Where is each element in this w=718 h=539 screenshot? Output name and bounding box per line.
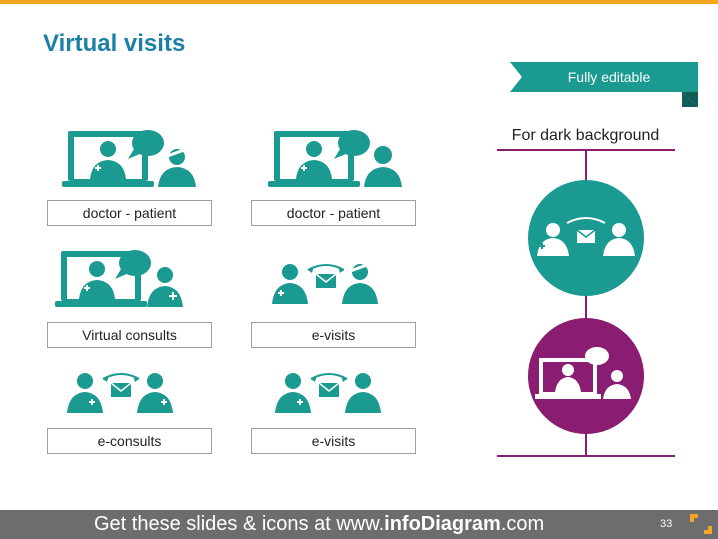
slide-title: Virtual visits bbox=[43, 30, 186, 57]
caption-e-visits: e-visits bbox=[251, 322, 416, 348]
video-call-laptop-icon bbox=[62, 130, 196, 187]
infodiagram-logo-icon bbox=[690, 514, 712, 534]
caption-doctor-patient: doctor - patient bbox=[47, 200, 212, 226]
envelope-exchange-icon bbox=[67, 373, 173, 413]
patient-icon bbox=[158, 149, 196, 187]
video-call-laptop-icon bbox=[55, 250, 183, 307]
doctor-icon bbox=[296, 141, 332, 179]
envelope-exchange-icon bbox=[272, 262, 378, 304]
envelope-exchange-icon bbox=[537, 217, 635, 256]
footer-brand: infoDiagram bbox=[384, 513, 501, 535]
doctor-icon bbox=[275, 373, 311, 413]
doctor-icon bbox=[79, 261, 115, 299]
video-call-laptop-icon bbox=[535, 347, 631, 399]
doctor-icon bbox=[272, 264, 308, 304]
dark-background-icons bbox=[497, 149, 675, 457]
envelope-exchange-icon bbox=[275, 373, 381, 413]
banner-label: Fully editable bbox=[567, 69, 651, 85]
speech-bubble-icon bbox=[132, 130, 164, 156]
speech-bubble-icon bbox=[338, 130, 370, 156]
caption-doctor-patient: doctor - patient bbox=[251, 200, 416, 226]
caption-e-consults: e-consults bbox=[47, 428, 212, 454]
doctor-icon bbox=[147, 267, 183, 307]
doctor-icon bbox=[90, 141, 126, 179]
speech-bubble-icon bbox=[119, 250, 151, 276]
doctor-icon bbox=[67, 373, 103, 413]
patient-icon bbox=[364, 146, 402, 187]
patient-icon bbox=[345, 373, 381, 413]
footer-bar: Get these slides & icons at www.infoDiag… bbox=[0, 510, 718, 539]
caption-e-visits: e-visits bbox=[251, 428, 416, 454]
caption-virtual-consults: Virtual consults bbox=[47, 322, 212, 348]
video-call-laptop-icon bbox=[268, 130, 402, 187]
footer-prefix: Get these slides & icons at www. bbox=[94, 513, 385, 535]
footer-suffix: .com bbox=[500, 513, 545, 535]
patient-icon bbox=[342, 264, 378, 304]
footer-link[interactable]: Get these slides & icons at www.infoDiag… bbox=[94, 510, 544, 539]
dark-section-title: For dark background bbox=[511, 127, 660, 144]
page-number: 33 bbox=[660, 518, 673, 530]
top-accent-bar bbox=[0, 0, 718, 4]
banner-ribbon-icon bbox=[510, 62, 698, 107]
fully-editable-banner: Fully editable bbox=[510, 62, 698, 107]
doctor-icon bbox=[137, 373, 173, 413]
